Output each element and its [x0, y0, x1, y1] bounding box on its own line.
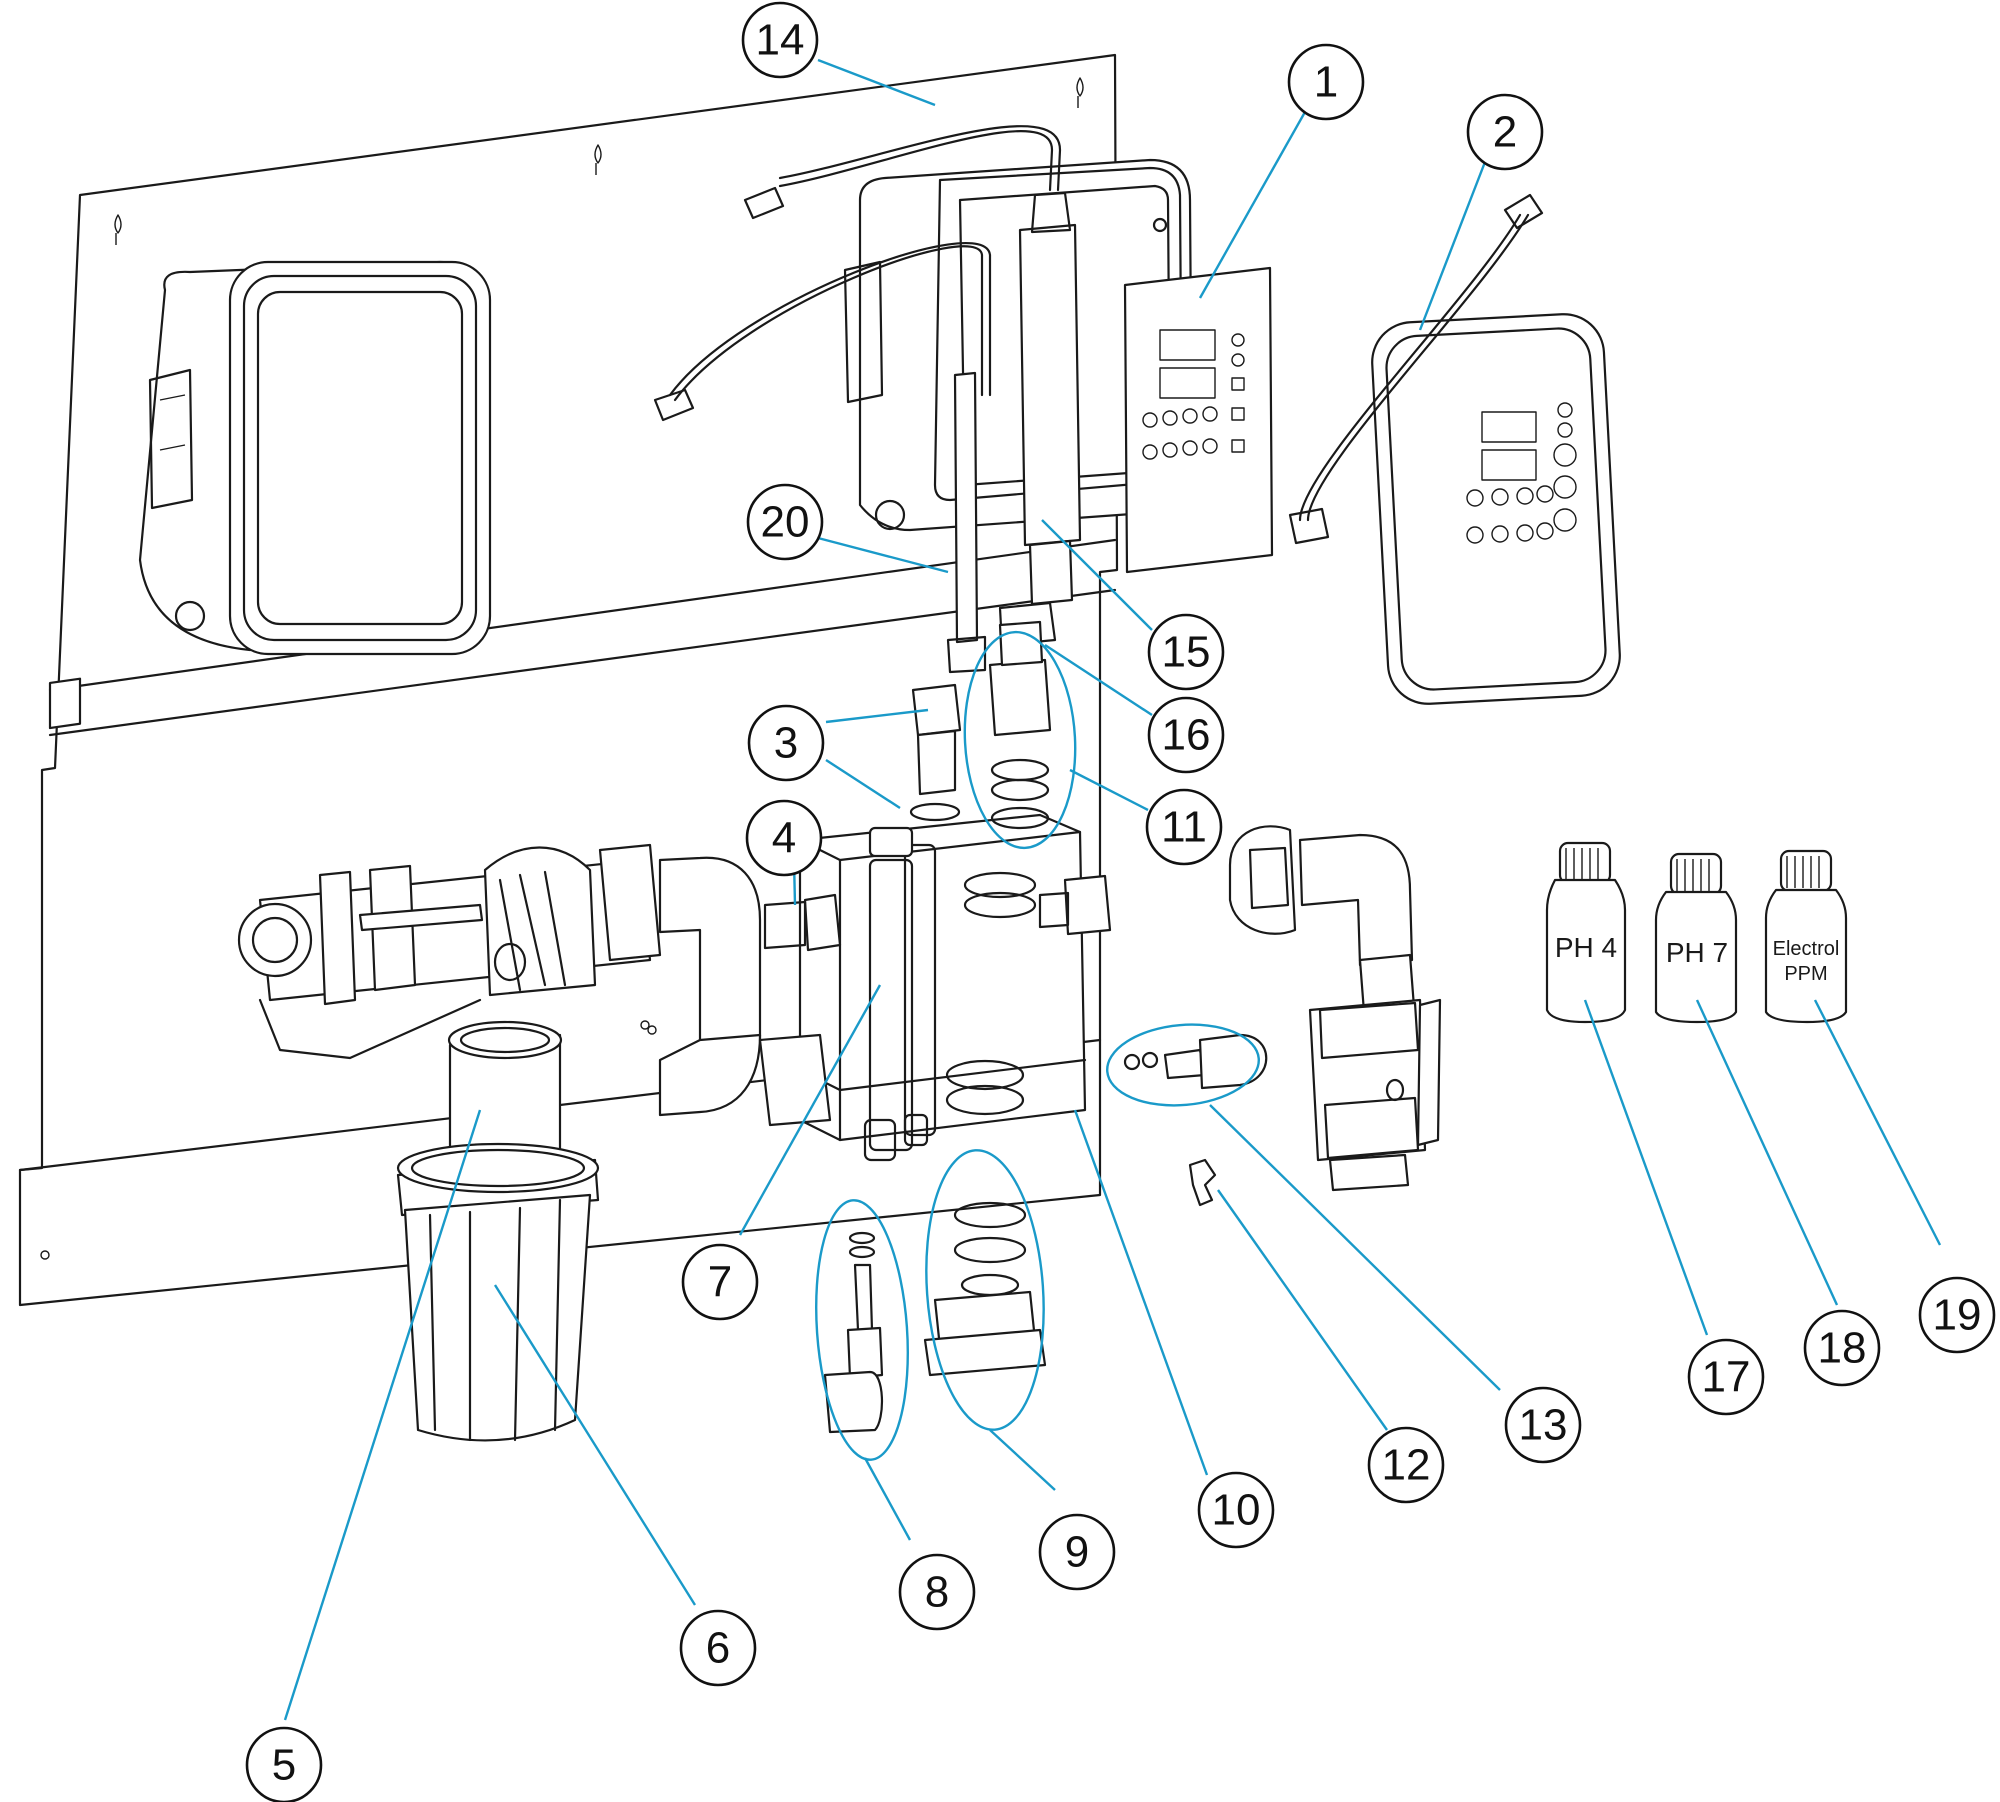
callout-11: 11 — [1145, 788, 1223, 866]
small-parts — [823, 1033, 1268, 1434]
callout-3: 3 — [747, 704, 825, 782]
callout-label: 5 — [272, 1741, 296, 1790]
bottle-label-electrolyte: Electrol — [1773, 938, 1840, 960]
manifold-block — [798, 813, 1087, 1162]
callout-8: 8 — [898, 1553, 976, 1631]
callout-1: 1 — [1287, 43, 1365, 121]
callout-label: 20 — [761, 498, 810, 547]
bottle-label-electrolyte-unit: PPM — [1784, 963, 1827, 985]
front-cover — [1371, 313, 1621, 705]
callout-label: 3 — [774, 719, 798, 768]
callout-label: 12 — [1382, 1441, 1431, 1490]
callout-label: 15 — [1162, 628, 1211, 677]
callout-label: 17 — [1702, 1353, 1751, 1402]
bottle-label-ph7: PH 7 — [1666, 937, 1728, 968]
callout-10: 10 — [1197, 1471, 1275, 1549]
callout-label: 4 — [772, 814, 796, 863]
callout-label: 16 — [1162, 711, 1211, 760]
right-pipe-valve — [1228, 825, 1442, 1192]
callout-2: 2 — [1466, 93, 1544, 171]
callout-label: 8 — [925, 1568, 949, 1617]
left-controller-housing — [138, 260, 492, 656]
callout-15: 15 — [1147, 613, 1225, 691]
callout-label: 18 — [1818, 1324, 1867, 1373]
leader-lines — [283, 58, 1942, 1721]
callout-18: 18 — [1803, 1309, 1881, 1387]
callout-19: 19 — [1918, 1276, 1996, 1354]
callout-label: 14 — [756, 16, 805, 65]
fittings — [763, 620, 1112, 952]
bottle-ph7 — [1654, 852, 1738, 1024]
callout-12: 12 — [1367, 1426, 1445, 1504]
cables — [653, 125, 1544, 545]
callout-20: 20 — [746, 483, 824, 561]
circuit-board — [1123, 266, 1274, 574]
callout-7: 7 — [681, 1243, 759, 1321]
callout-label: 10 — [1212, 1486, 1261, 1535]
callout-label: 11 — [1161, 803, 1207, 852]
callout-label: 1 — [1314, 58, 1338, 107]
callout-9: 9 — [1038, 1513, 1116, 1591]
callout-label: 6 — [706, 1624, 730, 1673]
callout-5: 5 — [245, 1726, 323, 1802]
callout-label: 7 — [708, 1258, 732, 1307]
group-outlines — [815, 630, 1260, 1461]
callout-14: 14 — [741, 1, 819, 79]
callout-4: 4 — [745, 799, 823, 877]
callout-label: 2 — [1493, 108, 1517, 157]
callout-17: 17 — [1687, 1338, 1765, 1416]
bottle-ph4 — [1545, 841, 1627, 1024]
callout-label: 13 — [1519, 1401, 1568, 1450]
probes — [946, 191, 1082, 674]
callout-label: 9 — [1065, 1528, 1089, 1577]
bottle-electrolyte — [1764, 849, 1848, 1024]
bottle-label-ph4: PH 4 — [1555, 932, 1617, 963]
callout-16: 16 — [1147, 696, 1225, 774]
callout-label: 19 — [1933, 1291, 1982, 1340]
callout-13: 13 — [1504, 1386, 1582, 1464]
filter-housing — [396, 1020, 600, 1442]
left-pipe-assembly — [237, 843, 832, 1127]
callout-6: 6 — [679, 1609, 757, 1687]
